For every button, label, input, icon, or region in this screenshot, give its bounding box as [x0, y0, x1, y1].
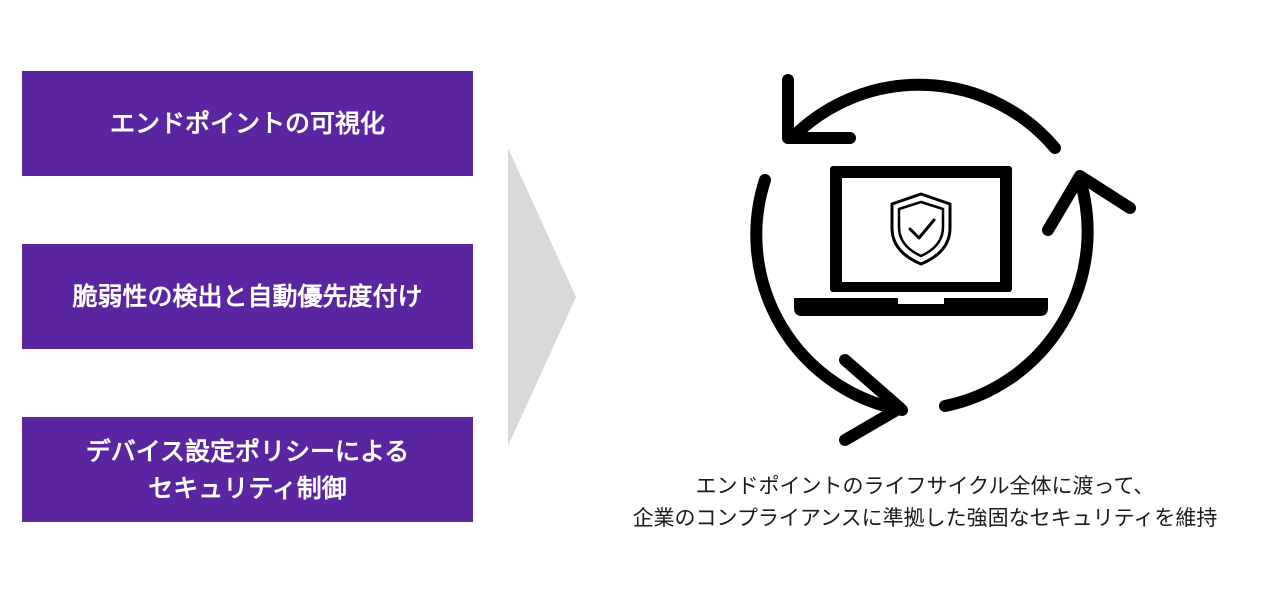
shield-check-icon: [890, 192, 952, 266]
cycle-arrowhead-left: [839, 354, 906, 446]
feature-box-vulnerability-detection: 脆弱性の検出と自動優先度付け: [22, 244, 473, 349]
caption-line-1: エンドポイントのライフサイクル全体に渡って、: [695, 474, 1155, 498]
cycle-arrowhead-right: [1042, 170, 1136, 236]
cycle-arc-top: [786, 78, 1061, 154]
feature-box-endpoint-visibility: エンドポイントの可視化: [22, 71, 473, 176]
cycle-arc-right: [939, 174, 1094, 412]
summary-caption: エンドポイントのライフサイクル全体に渡って、 企業のコンプライアンスに準拠した強…: [575, 470, 1275, 534]
chevron-right-arrow-icon: [508, 148, 576, 446]
refresh-cycle-icon: [750, 74, 1136, 446]
feature-box-device-policy-control: デバイス設定ポリシーによる セキュリティ制御: [22, 417, 473, 522]
cycle-arrowhead-top: [782, 74, 856, 144]
laptop-icon: [794, 166, 1048, 316]
cycle-arc-left: [750, 174, 908, 416]
caption-line-2: 企業のコンプライアンスに準拠した強固なセキュリティを維持: [632, 506, 1218, 530]
